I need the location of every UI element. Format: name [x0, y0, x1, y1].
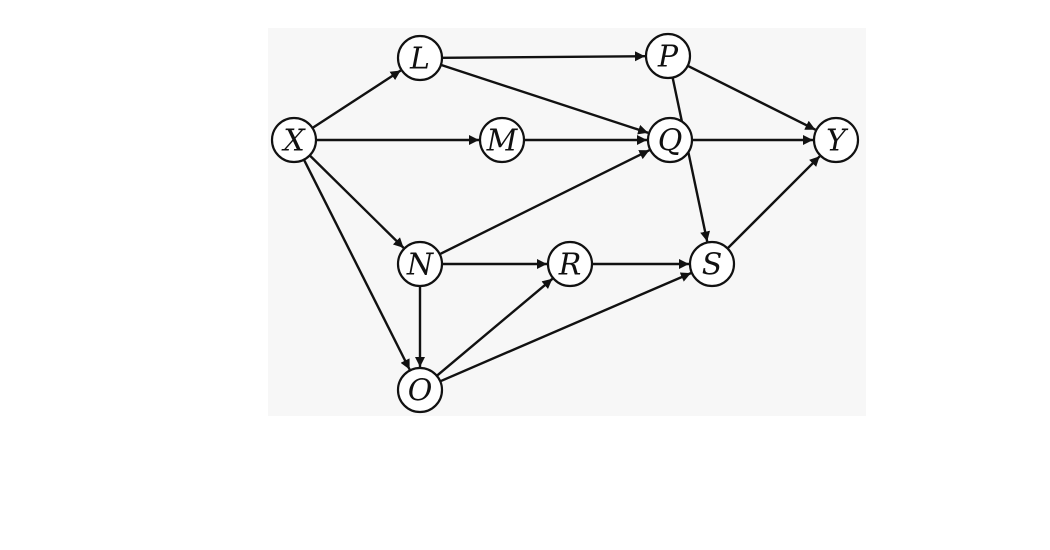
node-label: N	[406, 248, 435, 283]
edge-o-to-s	[439, 271, 692, 383]
edge-x-to-l	[311, 69, 402, 130]
node-label: M	[486, 124, 519, 159]
node-circle	[396, 366, 444, 414]
node-r: R	[546, 240, 594, 288]
edge-x-to-o	[302, 159, 411, 371]
nodes: X L M N O P Q R S Y	[270, 32, 860, 414]
node-o: O	[396, 366, 444, 414]
node-circle	[270, 116, 318, 164]
node-label: L	[409, 42, 430, 77]
node-x: X	[270, 116, 318, 164]
node-circle	[478, 116, 526, 164]
edge-p-to-y	[687, 64, 816, 131]
node-q: Q	[646, 116, 694, 164]
node-circle	[396, 240, 444, 288]
edge-p-to-s	[671, 77, 711, 242]
node-label: P	[657, 40, 679, 75]
node-circle	[812, 116, 860, 164]
node-n: N	[396, 240, 444, 288]
diagram-panel	[268, 28, 866, 416]
node-y: Y	[812, 116, 860, 164]
edge-x-to-n	[308, 154, 405, 249]
edge-l-to-q	[440, 63, 649, 135]
node-circle	[646, 116, 694, 164]
node-circle	[688, 240, 736, 288]
edge-s-to-y	[726, 155, 821, 250]
node-circle	[546, 240, 594, 288]
node-label: X	[281, 124, 306, 159]
node-m: M	[478, 116, 526, 164]
node-label: O	[408, 374, 433, 409]
edge-o-to-r	[436, 277, 554, 377]
node-circle	[396, 34, 444, 82]
node-s: S	[688, 240, 736, 288]
edges	[302, 51, 821, 383]
node-label: Y	[826, 124, 849, 159]
node-circle	[644, 32, 692, 80]
edge-l-to-p	[441, 51, 646, 62]
node-label: R	[558, 248, 582, 283]
edge-n-to-q	[439, 149, 650, 256]
node-l: L	[396, 34, 444, 82]
node-label: S	[702, 248, 723, 283]
node-p: P	[644, 32, 692, 80]
node-label: Q	[658, 124, 683, 159]
